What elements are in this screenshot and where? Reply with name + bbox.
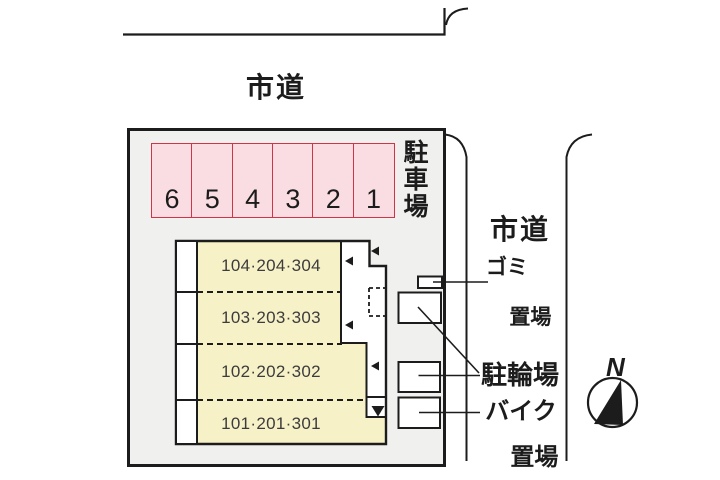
parking-stall: 5 (191, 143, 234, 218)
balcony-box (175, 291, 198, 345)
unit-label: 103·203·303 (221, 308, 321, 327)
parking-stall-row: 6 5 4 3 2 1 (151, 143, 395, 218)
parking-stall: 3 (271, 143, 314, 218)
compass-needle-icon (594, 380, 623, 425)
motorcycle-label-line1: バイク (485, 398, 557, 425)
balcony-box (175, 343, 198, 401)
stall-number: 1 (366, 184, 382, 214)
motorcycle-label-line2: 置場 (510, 444, 559, 471)
parking-stall: 6 (151, 143, 193, 218)
unit-divider-dashed (197, 291, 367, 401)
stall-number: 5 (204, 184, 220, 214)
unit-label: 102·202·302 (221, 362, 321, 381)
balcony-box (175, 399, 198, 445)
garbage-label-line2: 置場 (509, 306, 552, 329)
parking-stall: 4 (231, 143, 274, 218)
bicycle-parking-label: 駐輪場 (481, 360, 560, 390)
garbage-label: ゴミ 置場 (486, 255, 551, 330)
entrance-arrow-left-icon (371, 246, 379, 256)
parking-area-label: 駐車場 (400, 139, 428, 220)
road-edge-right-outer (565, 133, 593, 461)
motorcycle-label: バイク 置場 (482, 398, 560, 471)
parking-stall: 1 (352, 143, 395, 218)
entrance-arrow-left-icon (345, 256, 353, 266)
stall-number: 2 (325, 184, 341, 214)
bicycle-parking-box-lower (397, 361, 441, 393)
parking-stall: 2 (312, 143, 355, 218)
entrance-arrow-down-icon (371, 406, 385, 417)
entrance-arrow-left-icon (371, 361, 379, 371)
road-curb-curve-top (445, 7, 469, 26)
north-label: N (606, 352, 625, 382)
road-edge-top (123, 8, 446, 36)
leader-line-bicycle-diagonal (417, 306, 480, 374)
road-edge-right-inner (444, 133, 468, 461)
city-road-label-top: 市道 (246, 72, 307, 103)
stall-number: 6 (164, 184, 180, 214)
city-road-label-right: 市道 (490, 214, 551, 245)
entrance-arrow-left-icon (345, 320, 353, 330)
balcony-box (175, 240, 198, 293)
unit-label: 101·201·301 (221, 414, 321, 433)
stall-number: 3 (285, 184, 301, 214)
stair-dashed-box (368, 287, 385, 317)
garbage-label-line1: ゴミ (486, 256, 528, 279)
compass (586, 376, 639, 429)
unit-label: 104·204·304 (221, 256, 321, 275)
stall-number: 4 (245, 184, 261, 214)
